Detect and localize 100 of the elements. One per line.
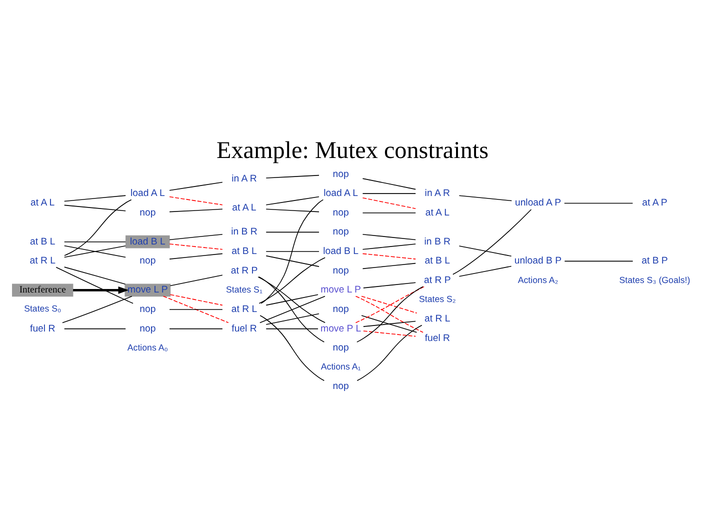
node-text: nop: [332, 342, 349, 354]
node-text: at A L: [232, 202, 256, 214]
node-text: nop: [332, 207, 349, 218]
connector: [355, 296, 424, 333]
connector: [64, 241, 126, 242]
connector: [169, 208, 223, 212]
node-text: at A L: [30, 198, 55, 209]
connector: [458, 195, 512, 202]
connector: [355, 286, 425, 324]
connector: [266, 196, 320, 206]
connector: [564, 260, 634, 262]
arrow: [73, 286, 129, 294]
node-text: at R P: [424, 274, 451, 286]
connector: [169, 328, 223, 330]
connector: [266, 208, 320, 212]
connector: [258, 257, 326, 304]
node-text: at R L: [424, 314, 450, 325]
node-text: at R L: [231, 304, 258, 315]
connector: [564, 202, 634, 204]
node-text: nop: [332, 265, 349, 276]
connector: [258, 276, 326, 324]
node-text: fuel R: [232, 323, 257, 334]
connector: [361, 315, 418, 333]
connector: [62, 296, 132, 324]
node-text: nop: [140, 207, 156, 218]
connector: [361, 296, 418, 314]
label: States S₀: [24, 304, 62, 314]
connector: [266, 232, 320, 233]
connector: [64, 195, 126, 202]
connector: [356, 286, 424, 342]
node-text: nop: [332, 226, 349, 238]
node-text: fuel R: [424, 332, 450, 344]
node-text: unload A P: [514, 198, 562, 209]
node-box: load B L: [126, 235, 170, 248]
connector: [266, 328, 318, 330]
node-text: move P L: [320, 323, 362, 334]
node-text: nop: [332, 168, 349, 180]
node-text: at B L: [30, 236, 56, 248]
node-text: in B R: [424, 236, 451, 248]
connector: [363, 282, 416, 288]
node-box: move L P: [124, 284, 171, 297]
node-text: load A L: [324, 188, 358, 200]
connector: [362, 178, 416, 190]
connector: [64, 199, 132, 256]
connector: [362, 262, 416, 270]
connector: [258, 276, 325, 342]
node-text: unload B P: [514, 256, 562, 267]
connector: [169, 253, 223, 260]
node-text: at B L: [424, 256, 450, 267]
node-text: at B P: [642, 256, 668, 267]
connector: [169, 234, 223, 240]
node-text: nop: [140, 256, 156, 267]
connector: [169, 309, 223, 310]
node-text: at R P: [230, 265, 258, 276]
connector: [64, 328, 126, 330]
connector: [169, 244, 223, 250]
node-text: move L P: [320, 284, 362, 296]
connector: [458, 266, 512, 277]
connector: [362, 193, 416, 194]
node-text: in A R: [232, 174, 257, 185]
connector: [169, 182, 223, 191]
connector: [56, 266, 134, 304]
node-text: nop: [140, 304, 156, 315]
diagram-title: Example: Mutex constraints: [216, 136, 489, 164]
connector: [363, 330, 416, 337]
connector: [452, 209, 532, 275]
connector: [266, 294, 318, 306]
label: Actions A₀: [127, 342, 168, 352]
connector: [363, 320, 416, 327]
connector: [362, 253, 416, 260]
connector: [266, 251, 320, 252]
node-text: at A P: [642, 198, 668, 209]
node-text: load B L: [323, 246, 359, 258]
node-text: in A R: [424, 188, 450, 200]
label: States S₁: [226, 284, 262, 294]
connector: [356, 324, 422, 381]
node-text: at R L: [30, 256, 56, 267]
node-text: at A L: [425, 207, 450, 218]
connector: [266, 313, 320, 325]
label: Actions A₂: [518, 274, 558, 285]
node-text: load A L: [130, 188, 165, 200]
connector: [362, 212, 416, 214]
node-text: at B L: [232, 246, 257, 258]
node-text: in B R: [231, 226, 258, 238]
node-text: nop: [332, 381, 349, 392]
connector: [170, 274, 223, 286]
connector: [266, 255, 320, 267]
label: Actions A₁: [320, 362, 361, 372]
label: States S₃ (Goals!): [619, 274, 690, 285]
connector: [362, 234, 416, 240]
node-text: fuel R: [30, 323, 56, 334]
connector: [64, 204, 126, 212]
connector: [260, 315, 325, 382]
connector: [162, 296, 229, 324]
node-text: nop: [332, 304, 349, 315]
connector: [458, 246, 512, 257]
connector: [362, 244, 416, 250]
label: States S₂: [418, 294, 456, 304]
connector: [259, 296, 326, 324]
connector: [169, 196, 223, 206]
